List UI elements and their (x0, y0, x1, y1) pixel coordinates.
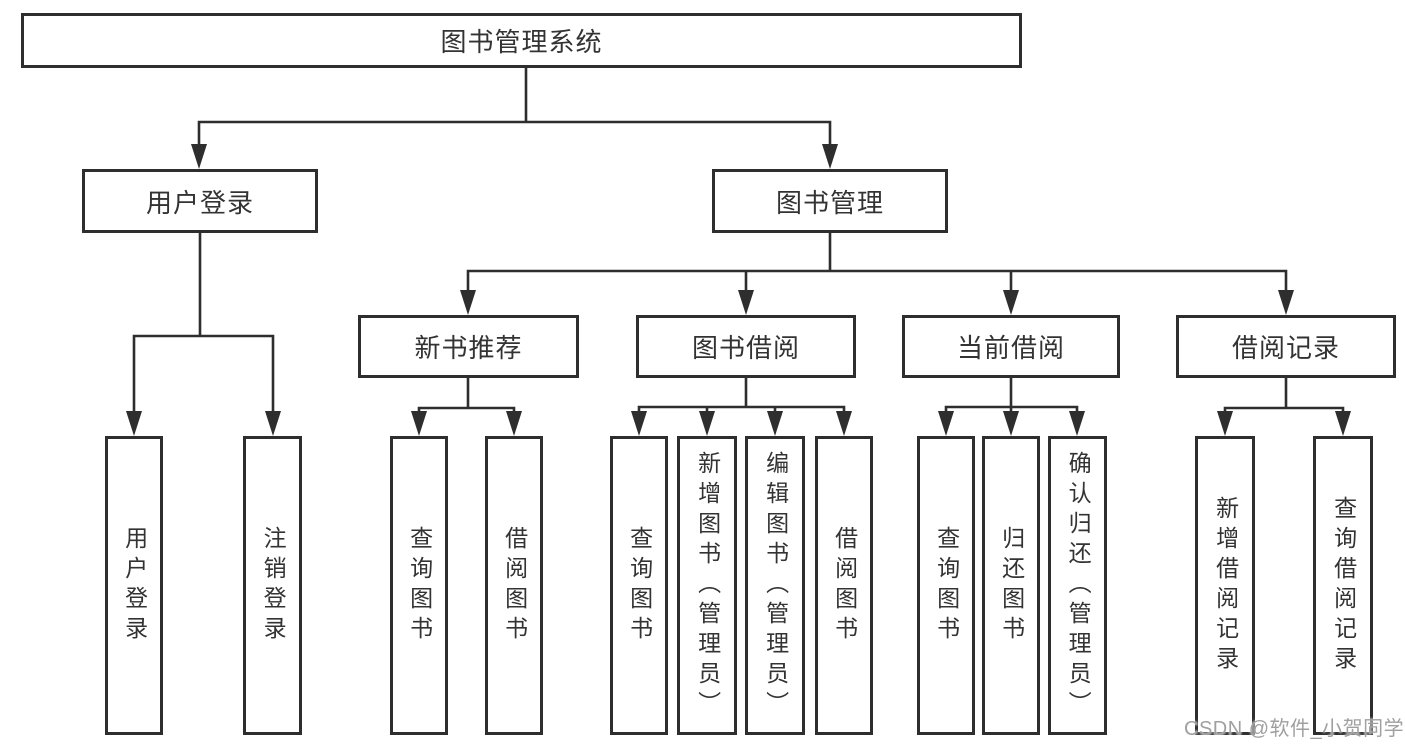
leaf-records-add-record-label: 新增借阅记录 (1212, 495, 1239, 676)
leaf-borrow-query-book: 查询图书 (610, 436, 668, 735)
leaf-logout-login: 注销登录 (243, 436, 302, 735)
leaf-borrow-query-book-label: 查询图书 (626, 525, 653, 646)
node-user-login: 用户登录 (82, 169, 318, 233)
watermark: CSDN @软件_小贺同学 (1184, 718, 1405, 740)
arrowhead-leaf-cur-confirm (1069, 411, 1085, 436)
leaf-current-confirm-return-admin: 确认归还（管理员） (1048, 436, 1107, 735)
leaf-records-query-record-label: 查询借阅记录 (1330, 495, 1357, 676)
leaf-borrow-add-book-admin-label: 新增图书（管理员） (694, 450, 721, 721)
leaf-recommend-query-book: 查询图书 (390, 436, 448, 735)
leaf-borrow-borrow-book: 借阅图书 (815, 436, 873, 735)
arrowhead-leaf-bor-borrow (836, 411, 852, 436)
node-new-book-recommend-label: 新书推荐 (414, 333, 523, 363)
node-book-borrow-label: 图书借阅 (691, 333, 800, 363)
leaf-recommend-borrow-book: 借阅图书 (485, 436, 543, 735)
leaf-user-login-label: 用户登录 (121, 525, 148, 646)
leaf-user-login: 用户登录 (105, 436, 163, 735)
arrowhead-to-records (1278, 290, 1294, 315)
node-user-login-label: 用户登录 (145, 187, 254, 218)
arrowhead-to-user-login (191, 144, 207, 169)
node-new-book-recommend: 新书推荐 (358, 315, 579, 378)
arrowhead-leaf-bor-edit (767, 411, 783, 436)
arrowhead-leaf-bor-add (699, 411, 715, 436)
leaf-current-query-book: 查询图书 (917, 436, 975, 735)
leaf-logout-login-label: 注销登录 (260, 525, 287, 646)
leaf-current-confirm-return-admin-label: 确认归还（管理员） (1065, 450, 1092, 721)
arrowhead-leaf-rec-query (411, 411, 427, 436)
connector-records-rail (1223, 406, 1345, 414)
arrowhead-leaf-rec-borrow (506, 411, 522, 436)
leaf-records-add-record: 新增借阅记录 (1195, 436, 1255, 735)
connector-book-mgmt-rail (466, 269, 1288, 292)
leaf-recommend-borrow-book-label: 借阅图书 (501, 525, 528, 646)
arrowhead-to-current (1003, 290, 1019, 315)
leaf-current-return-book-label: 归还图书 (998, 525, 1025, 646)
node-book-management-label: 图书管理 (775, 187, 884, 218)
leaf-borrow-edit-book-admin: 编辑图书（管理员） (745, 436, 805, 735)
arrowhead-leaf-recquery (1335, 411, 1351, 436)
leaf-borrow-borrow-book-label: 借阅图书 (831, 525, 858, 646)
connector-borrow-rail (637, 405, 846, 414)
arrowhead-to-book-mgmt (822, 144, 838, 169)
node-current-borrow-label: 当前借阅 (956, 333, 1065, 363)
arrowhead-leaf-cur-return (1003, 411, 1019, 436)
leaf-records-query-record: 查询借阅记录 (1313, 436, 1373, 735)
arrowhead-leaf-bor-query (631, 411, 647, 436)
arrowhead-leaf-cur-query (938, 411, 954, 436)
connector-root-rail (197, 120, 832, 146)
connector-recommend-rail (417, 406, 516, 414)
node-book-borrow: 图书借阅 (636, 315, 856, 378)
leaf-current-query-book-label: 查询图书 (933, 525, 960, 646)
arrowhead-to-borrow (738, 290, 754, 315)
connector-user-login-rail (132, 334, 275, 413)
arrowhead-leaf-logout (265, 411, 281, 436)
arrowhead-to-recommend (460, 290, 476, 315)
node-system-root: 图书管理系统 (21, 13, 1022, 68)
leaf-recommend-query-book-label: 查询图书 (406, 525, 433, 646)
node-book-management: 图书管理 (712, 169, 948, 233)
leaf-borrow-add-book-admin: 新增图书（管理员） (677, 436, 737, 735)
leaf-current-return-book: 归还图书 (982, 436, 1040, 735)
leaf-borrow-edit-book-admin-label: 编辑图书（管理员） (762, 450, 789, 721)
node-current-borrow: 当前借阅 (902, 315, 1120, 378)
node-borrow-records-label: 借阅记录 (1231, 333, 1340, 363)
arrowhead-leaf-user-login (126, 411, 142, 436)
arrowhead-leaf-recadd (1217, 411, 1233, 436)
node-borrow-records: 借阅记录 (1176, 315, 1396, 378)
node-system-root-label: 图书管理系统 (440, 27, 603, 57)
